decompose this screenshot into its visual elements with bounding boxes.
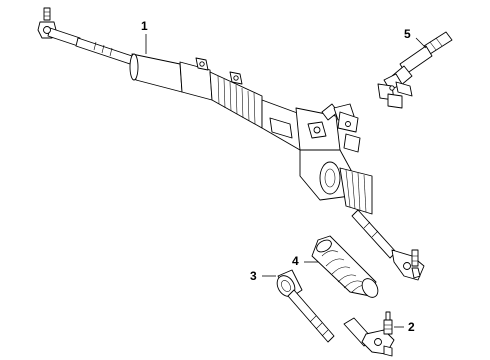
callout-3[interactable]: 3 bbox=[250, 269, 257, 283]
callout-2[interactable]: 2 bbox=[408, 320, 415, 334]
outer-tie-rod-end[interactable] bbox=[343, 311, 404, 357]
upper-left-tie-rod bbox=[75, 37, 133, 65]
callout-4[interactable]: 4 bbox=[292, 254, 299, 268]
callout-5[interactable]: 5 bbox=[404, 27, 411, 41]
rack-housing bbox=[129, 53, 373, 215]
right-tie-rod-end bbox=[391, 249, 425, 281]
intermediate-shaft[interactable] bbox=[377, 31, 453, 109]
callout-1[interactable]: 1 bbox=[141, 19, 148, 33]
leader-line-5 bbox=[415, 37, 427, 49]
inner-tie-rod[interactable] bbox=[262, 269, 335, 343]
steering-gear-assembly[interactable] bbox=[37, 7, 425, 281]
rack-boot[interactable] bbox=[304, 235, 381, 300]
right-tie-rod bbox=[351, 209, 397, 259]
upper-left-tie-rod-end bbox=[37, 7, 81, 47]
